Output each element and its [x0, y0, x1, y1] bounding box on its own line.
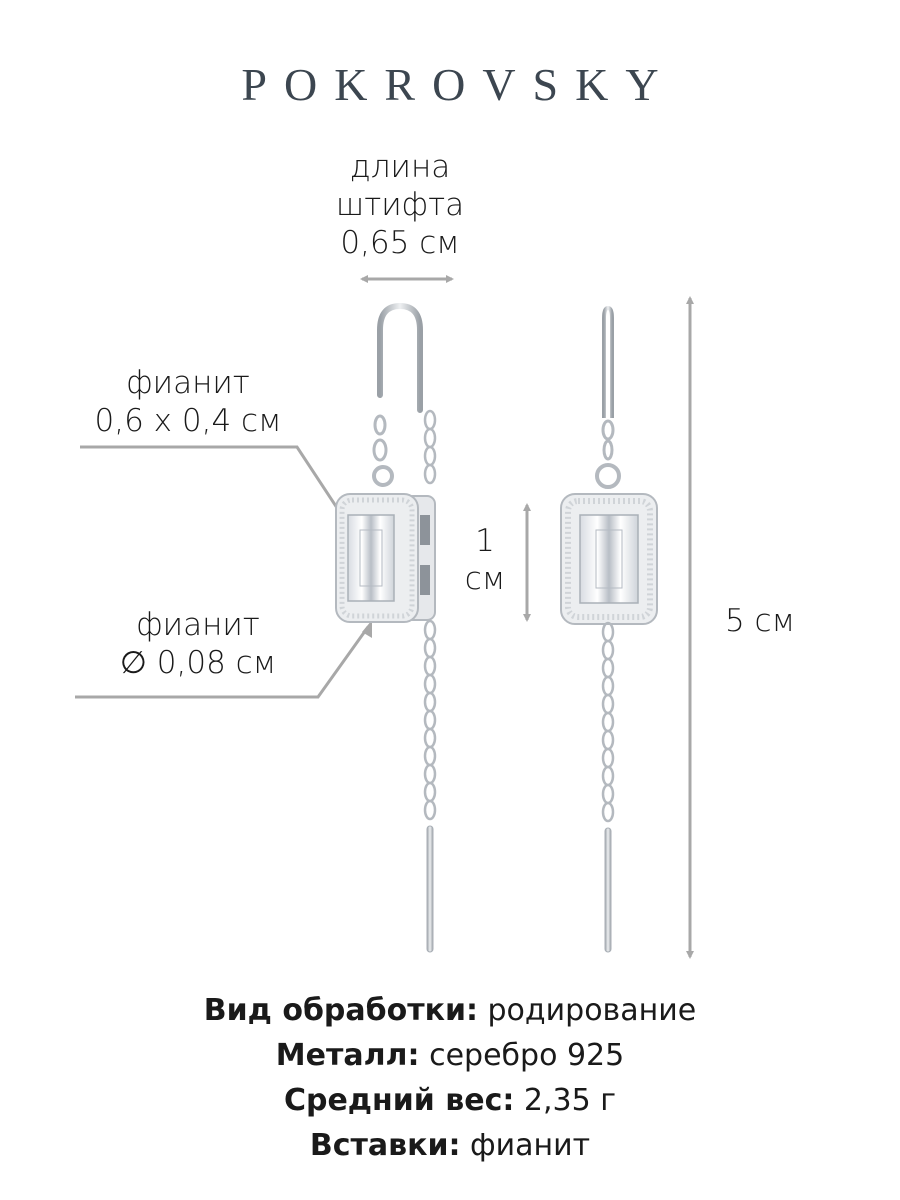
total-length-label: 5 см — [724, 603, 795, 639]
product-specs: Вид обработки: родирование Металл: сереб… — [0, 988, 900, 1168]
pin-length-value: 0,65 см — [340, 225, 460, 261]
spec-weight: Средний вес: 2,35 г — [0, 1078, 900, 1123]
pin-length-line2: штифта — [335, 187, 465, 223]
pendant-height-unit: см — [464, 561, 506, 597]
pendant-height-number: 1 — [475, 523, 495, 559]
spec-label: Вид обработки: — [203, 993, 478, 1028]
spec-finish: Вид обработки: родирование — [0, 988, 900, 1033]
brand-logo: POKROVSKY — [241, 59, 676, 110]
spec-label: Средний вес: — [283, 1083, 515, 1118]
small-stones-leader — [75, 620, 372, 699]
spec-label: Металл: — [275, 1038, 420, 1073]
pendant-height-label: 1 см — [450, 522, 520, 598]
main-stone-label: фианит 0,6 х 0,4 см — [68, 364, 308, 440]
pin-length-line1: длина — [349, 149, 451, 185]
main-stone-leader — [80, 445, 350, 526]
small-stones-name: фианит — [136, 607, 260, 643]
spec-value: фианит — [470, 1128, 591, 1163]
earring-front-view — [560, 305, 658, 953]
main-stone-name: фианит — [126, 365, 250, 401]
spec-value: 2,35 г — [523, 1083, 617, 1118]
spec-label: Вставки: — [309, 1128, 461, 1163]
earring-side-view — [335, 302, 437, 953]
spec-value: серебро 925 — [429, 1038, 625, 1073]
diameter-icon: ∅ — [119, 645, 147, 681]
pin-length-label: длина штифта 0,65 см — [310, 148, 490, 262]
main-stone-size: 0,6 х 0,4 см — [94, 403, 282, 439]
small-stones-size: 0,08 см — [156, 645, 277, 681]
small-stones-label: фианит ∅ 0,08 см — [68, 606, 328, 682]
spec-inserts: Вставки: фианит — [0, 1123, 900, 1168]
spec-metal: Металл: серебро 925 — [0, 1033, 900, 1078]
spec-value: родирование — [487, 993, 697, 1028]
